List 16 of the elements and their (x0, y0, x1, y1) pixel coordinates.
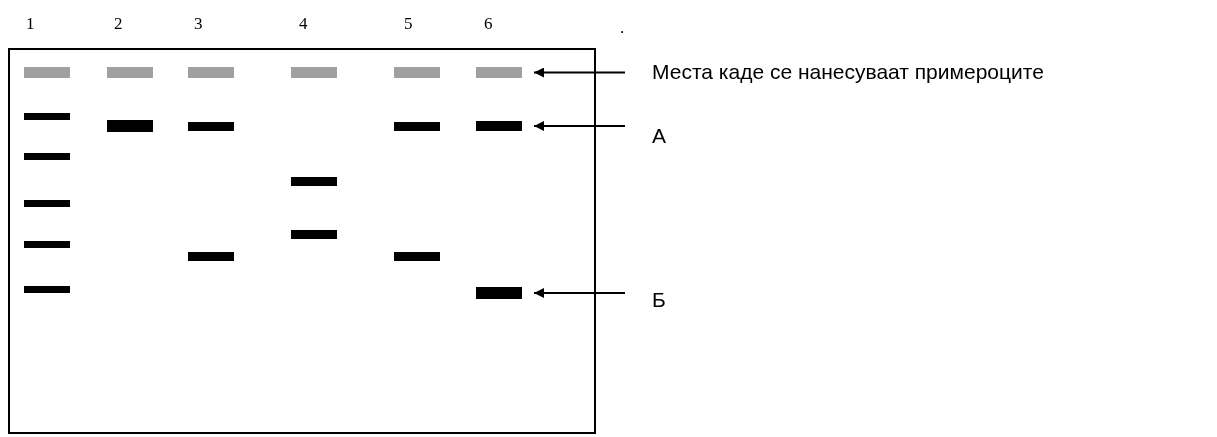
arrow (533, 121, 626, 131)
annotation-text: А (652, 124, 666, 148)
annotation-text: Места каде се нанесуваат примероците (652, 60, 1044, 84)
lane-number: 6 (484, 14, 493, 34)
lane-number: 3 (194, 14, 203, 34)
lane-number: 4 (299, 14, 308, 34)
dot-mark: . (620, 18, 625, 38)
arrow (533, 288, 626, 298)
gel-band (476, 121, 522, 131)
annotation-text: Б (652, 288, 666, 312)
arrow (533, 67, 626, 78)
lane-number: 5 (404, 14, 413, 34)
gel-band (476, 287, 522, 299)
lane-number: 1 (26, 14, 35, 34)
sample-well (476, 67, 522, 78)
lane-number: 2 (114, 14, 123, 34)
